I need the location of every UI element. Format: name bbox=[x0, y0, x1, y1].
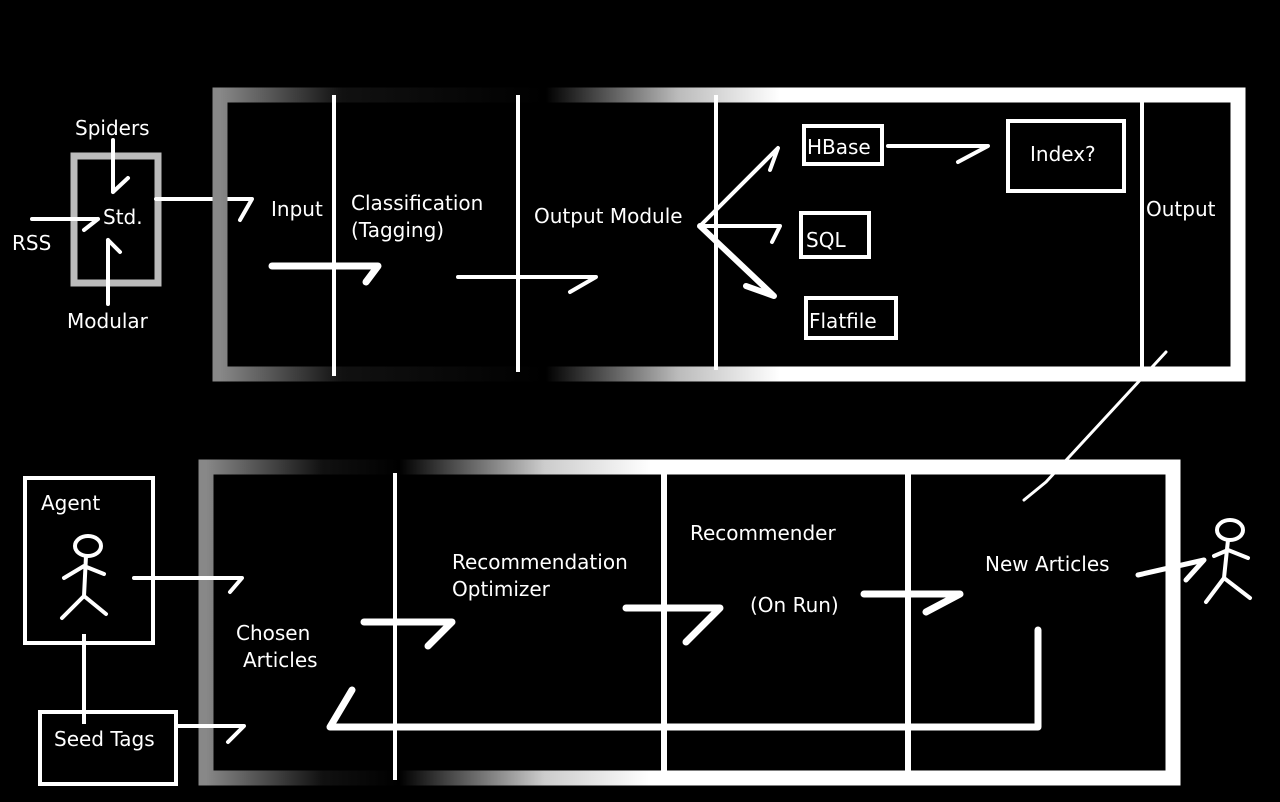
modular-arrow bbox=[106, 238, 122, 306]
seed-tags-to-chosen-arrow bbox=[174, 724, 246, 744]
optimizer-to-recommender-arrow bbox=[622, 604, 724, 646]
index-label: Index? bbox=[1030, 142, 1096, 166]
to-hbase-arrow bbox=[698, 146, 780, 228]
chosen-articles-label-2: Articles bbox=[243, 648, 318, 672]
input-to-classification-arrow bbox=[268, 262, 382, 286]
hbase-box bbox=[802, 124, 884, 166]
agent-label: Agent bbox=[41, 491, 100, 515]
rss-label: RSS bbox=[12, 231, 51, 255]
pipeline-frame bbox=[212, 87, 1246, 382]
seed-tags-label: Seed Tags bbox=[54, 727, 155, 751]
output-label: Output bbox=[1146, 197, 1216, 221]
sql-box bbox=[799, 211, 871, 259]
recommender-to-new-articles-arrow bbox=[860, 590, 964, 616]
hbase-to-index-arrow bbox=[886, 144, 990, 164]
recommender-label: Recommender bbox=[690, 521, 836, 545]
chosen-articles-label-1: Chosen bbox=[236, 621, 310, 645]
modular-label: Modular bbox=[67, 309, 149, 333]
optimizer-label-2: Optimizer bbox=[452, 577, 551, 601]
flatfile-label: Flatfile bbox=[809, 309, 877, 333]
agent-stick-figure bbox=[60, 534, 108, 620]
user-stick-figure bbox=[1204, 518, 1252, 604]
new-articles-label: New Articles bbox=[985, 552, 1110, 576]
classification-label-2: (Tagging) bbox=[351, 218, 444, 242]
to-flatfile-arrow bbox=[697, 223, 777, 299]
agent-box bbox=[23, 476, 155, 645]
std-label: Std. bbox=[103, 205, 143, 229]
recommendation-frame bbox=[198, 459, 1181, 786]
chosen-to-optimizer-arrow bbox=[360, 618, 456, 650]
std-to-input-arrow bbox=[154, 197, 254, 222]
output-to-new-articles-arrow bbox=[1022, 350, 1168, 502]
to-sql-arrow bbox=[698, 224, 782, 244]
sql-label: SQL bbox=[806, 228, 846, 252]
spiders-arrow bbox=[111, 138, 130, 194]
output-module-label: Output Module bbox=[534, 204, 683, 228]
input-label: Input bbox=[271, 197, 323, 221]
flatfile-box bbox=[804, 296, 898, 340]
agent-to-chosen-arrow bbox=[132, 576, 244, 594]
classification-to-output-module-arrow bbox=[456, 275, 598, 294]
on-run-label: (On Run) bbox=[750, 593, 839, 617]
classification-label-1: Classification bbox=[351, 191, 483, 215]
new-articles-to-user-arrow bbox=[1135, 557, 1207, 583]
optimizer-label-1: Recommendation bbox=[452, 550, 628, 574]
rss-arrow bbox=[30, 217, 100, 232]
feedback-loop-arrow bbox=[326, 626, 1042, 731]
seed-tags-box bbox=[38, 710, 178, 786]
spiders-label: Spiders bbox=[75, 116, 150, 140]
hbase-label: HBase bbox=[807, 135, 871, 159]
index-box bbox=[1006, 119, 1126, 193]
